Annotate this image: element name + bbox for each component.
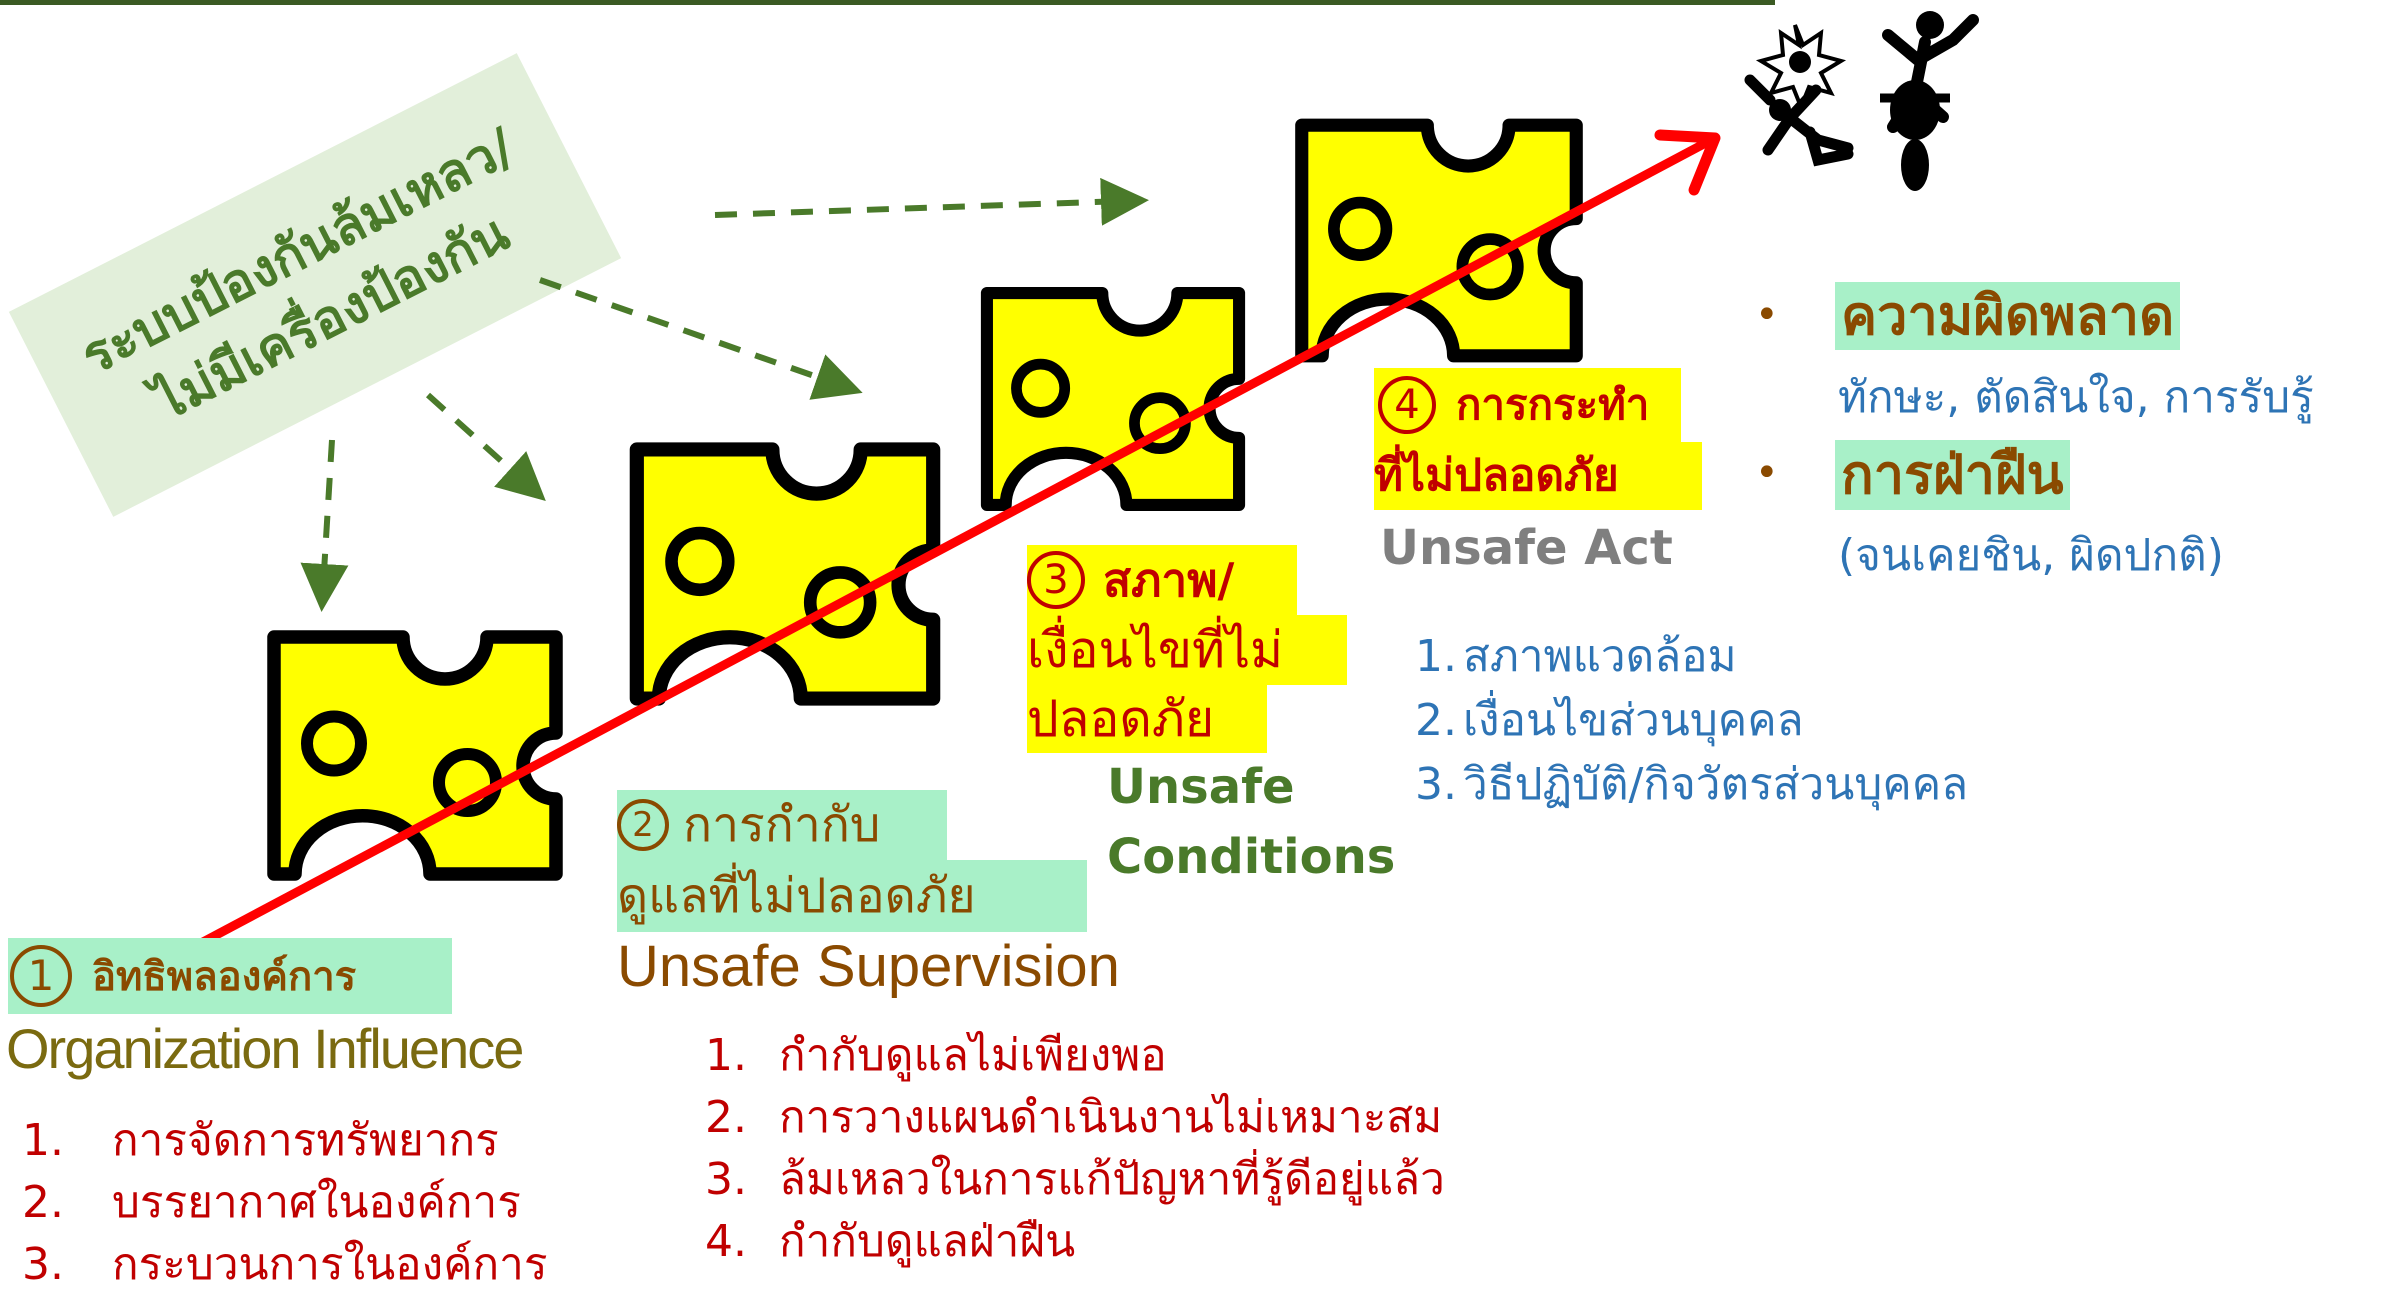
layer1-list: 1.การจัดการทรัพยากร 2.บรรยากาศในองค์การ …	[22, 1110, 548, 1296]
accident-motorcycle-icon	[1880, 11, 1979, 191]
top-rule	[0, 0, 1775, 5]
layer3-english-line1: Unsafe	[1107, 759, 1295, 815]
layer1-english-title: Organization Influence	[6, 1017, 524, 1080]
cheese-slice-icon	[1302, 125, 1576, 356]
accident-trajectory-arrowhead	[1654, 129, 1721, 196]
accident-fall-icon	[1744, 24, 1854, 167]
bullet-icon: •	[1755, 292, 1779, 338]
dashed-arrow-2	[425, 392, 546, 502]
list-item: 3.วิธีปฏิบัติ/กิจวัตรส่วนบุคคล	[1415, 759, 1969, 810]
list-item: 2.การวางแผนดำเนินงานไม่เหมาะสม	[705, 1092, 1443, 1143]
layer3-list: 1.สภาพแวดล้อม 2.เงื่อนไขส่วนบุคคล 3.วิธี…	[1415, 625, 1968, 817]
layer4-english-title: Unsafe Act	[1380, 520, 1673, 576]
layer4-label-line1: 4 การกระทำ	[1374, 368, 1681, 442]
layer4-number-badge: 4	[1378, 376, 1436, 434]
layer1-thai-title: อิทธิพลองค์การ	[92, 954, 357, 1000]
layer3-thai-title-line1: สภาพ/	[1103, 552, 1235, 607]
list-item: 4.กำกับดูแลฝ่าฝืน	[705, 1216, 1076, 1267]
bullet-icon: •	[1755, 450, 1779, 496]
layer2-list: 1.กำกับดูแลไม่เพียงพอ 2.การวางแผนดำเนินง…	[705, 1025, 1445, 1273]
layer2-english-title: Unsafe Supervision	[617, 934, 1120, 999]
layer2-thai-title-line1: การกำกับ	[683, 797, 881, 853]
layer3-english-line2: Conditions	[1107, 829, 1396, 885]
cheese-slice-icon	[987, 293, 1239, 505]
dashed-arrow-4	[714, 177, 1149, 226]
list-item: 1.สภาพแวดล้อม	[1415, 631, 1737, 682]
error-title: ความผิดพลาด	[1835, 282, 2181, 350]
layer1-label: 1 อิทธิพลองค์การ	[8, 938, 452, 1014]
list-item: 2.เงื่อนไขส่วนบุคคล	[1415, 695, 1804, 746]
dashed-arrow-1	[300, 439, 349, 612]
error-detail: ทักษะ, ตัดสินใจ, การรับรู้	[1838, 372, 2314, 423]
layer3-label-line1: 3 สภาพ/	[1027, 545, 1297, 615]
layer2-thai-title-line2: ดูแลที่ไม่ปลอดภัย	[617, 860, 1087, 932]
list-item: 1.กำกับดูแลไม่เพียงพอ	[705, 1030, 1167, 1081]
layer1-number-badge: 1	[10, 945, 72, 1007]
list-item: 2.บรรยากาศในองค์การ	[22, 1177, 521, 1228]
layer2-label-line1: 2 การกำกับ	[617, 790, 947, 860]
dashed-arrow-3	[539, 277, 863, 400]
list-item: 3.กระบวนการในองค์การ	[22, 1239, 548, 1290]
layer4-thai-title-line1: การกระทำ	[1456, 380, 1650, 429]
layer3-thai-title-line2: เงื่อนไขที่ไม่	[1027, 615, 1347, 685]
layer2-number-badge: 2	[617, 799, 669, 851]
layer3-thai-title-line3: ปลอดภัย	[1027, 685, 1267, 753]
violation-title: การฝ่าฝืน	[1835, 440, 2070, 510]
layer3-number-badge: 3	[1027, 551, 1085, 609]
accident-trajectory-arrow	[200, 134, 1718, 946]
list-item: 3.ล้มเหลวในการแก้ปัญหาที่รู้ดีอยู่แล้ว	[705, 1154, 1445, 1205]
violation-detail: (จนเคยชิน, ผิดปกติ)	[1838, 530, 2224, 581]
layer3-english-title: Unsafe Conditions	[1107, 752, 1395, 892]
cheese-slice-icon	[274, 637, 556, 874]
list-item: 1.การจัดการทรัพยากร	[22, 1115, 499, 1166]
layer4-thai-title-line2: ที่ไม่ปลอดภัย	[1374, 442, 1702, 510]
